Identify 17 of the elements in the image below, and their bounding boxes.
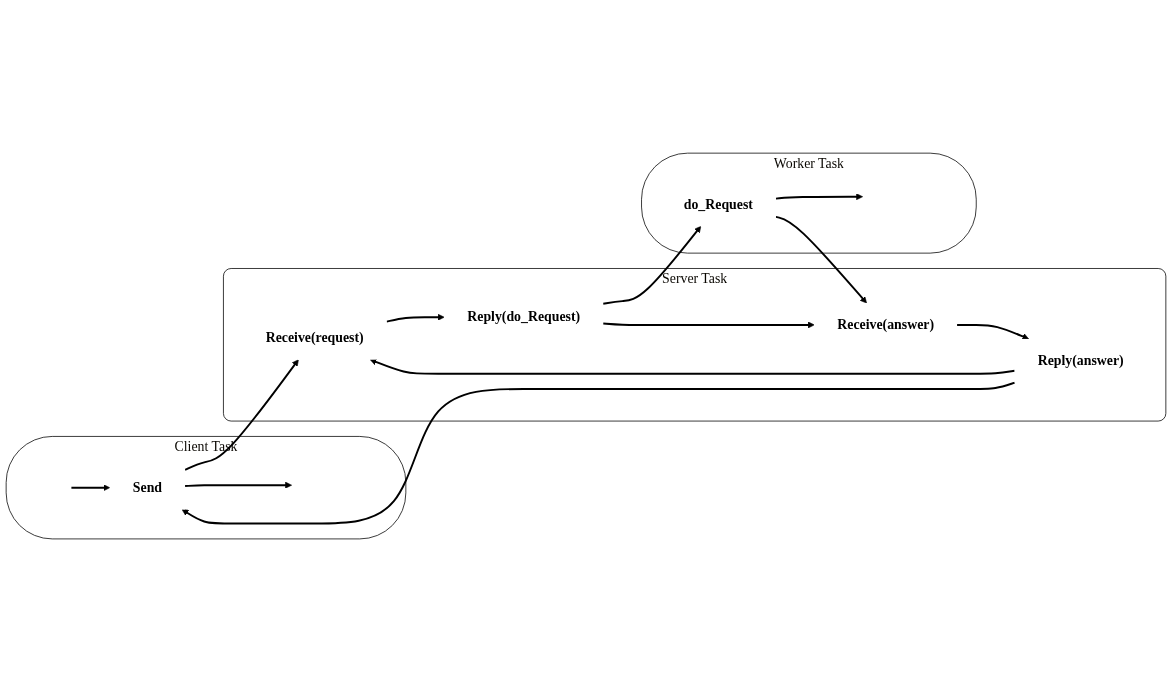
- node-text: Reply(answer): [1037, 352, 1124, 369]
- arrow: [602, 225, 702, 305]
- arrow: [774, 193, 863, 201]
- arrow: [70, 484, 111, 491]
- arrow: [184, 481, 292, 489]
- node-text: Reply(do_Request): [467, 309, 581, 325]
- node-text: do_Request: [683, 196, 753, 212]
- node-text: Receive(request): [265, 329, 364, 346]
- arrow: [181, 381, 1016, 525]
- arrow: [602, 321, 815, 329]
- arrow: [956, 323, 1029, 340]
- node-text: Send: [132, 479, 163, 495]
- arrow: [369, 358, 1016, 375]
- arrow: [184, 359, 299, 471]
- arrow: [774, 215, 867, 304]
- arrow: [385, 313, 445, 323]
- node-text: Receive(answer): [837, 316, 935, 333]
